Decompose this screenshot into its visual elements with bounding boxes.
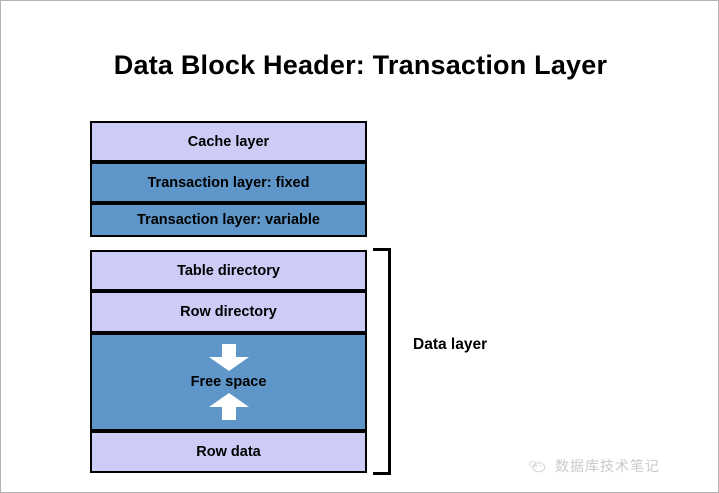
block-row-directory: Row directory bbox=[90, 291, 367, 333]
block-label: Transaction layer: fixed bbox=[147, 174, 310, 191]
data-layer-bracket bbox=[373, 248, 391, 475]
data-layer-label: Data layer bbox=[413, 336, 488, 353]
block-label: Row directory bbox=[180, 304, 277, 320]
bracket-arm-bottom bbox=[373, 472, 391, 475]
block-label: Free space bbox=[190, 374, 267, 390]
block-free-space: Free space bbox=[90, 333, 367, 431]
watermark: 数据库技术笔记 bbox=[528, 456, 660, 476]
bracket-arm-top bbox=[373, 248, 391, 251]
block-label: Table directory bbox=[177, 262, 280, 279]
block-label: Cache layer bbox=[187, 133, 270, 150]
watermark-text: 数据库技术笔记 bbox=[555, 459, 660, 475]
up-arrow-icon bbox=[208, 393, 249, 420]
block-table-directory: Table directory bbox=[90, 250, 367, 291]
block-cache-layer: Cache layer bbox=[90, 121, 367, 162]
block-transaction-layer-fixed: Transaction layer: fixed bbox=[90, 162, 367, 203]
bracket-vertical bbox=[388, 248, 391, 475]
block-row-data: Row data bbox=[90, 431, 367, 473]
cloud-logo-icon bbox=[528, 460, 546, 472]
block-transaction-layer-variable: Transaction layer: variable bbox=[90, 203, 367, 237]
block-label: Row data bbox=[196, 444, 261, 460]
page-title: Data Block Header: Transaction Layer bbox=[113, 50, 608, 80]
down-arrow-icon bbox=[208, 344, 249, 371]
block-label: Transaction layer: variable bbox=[137, 212, 320, 228]
